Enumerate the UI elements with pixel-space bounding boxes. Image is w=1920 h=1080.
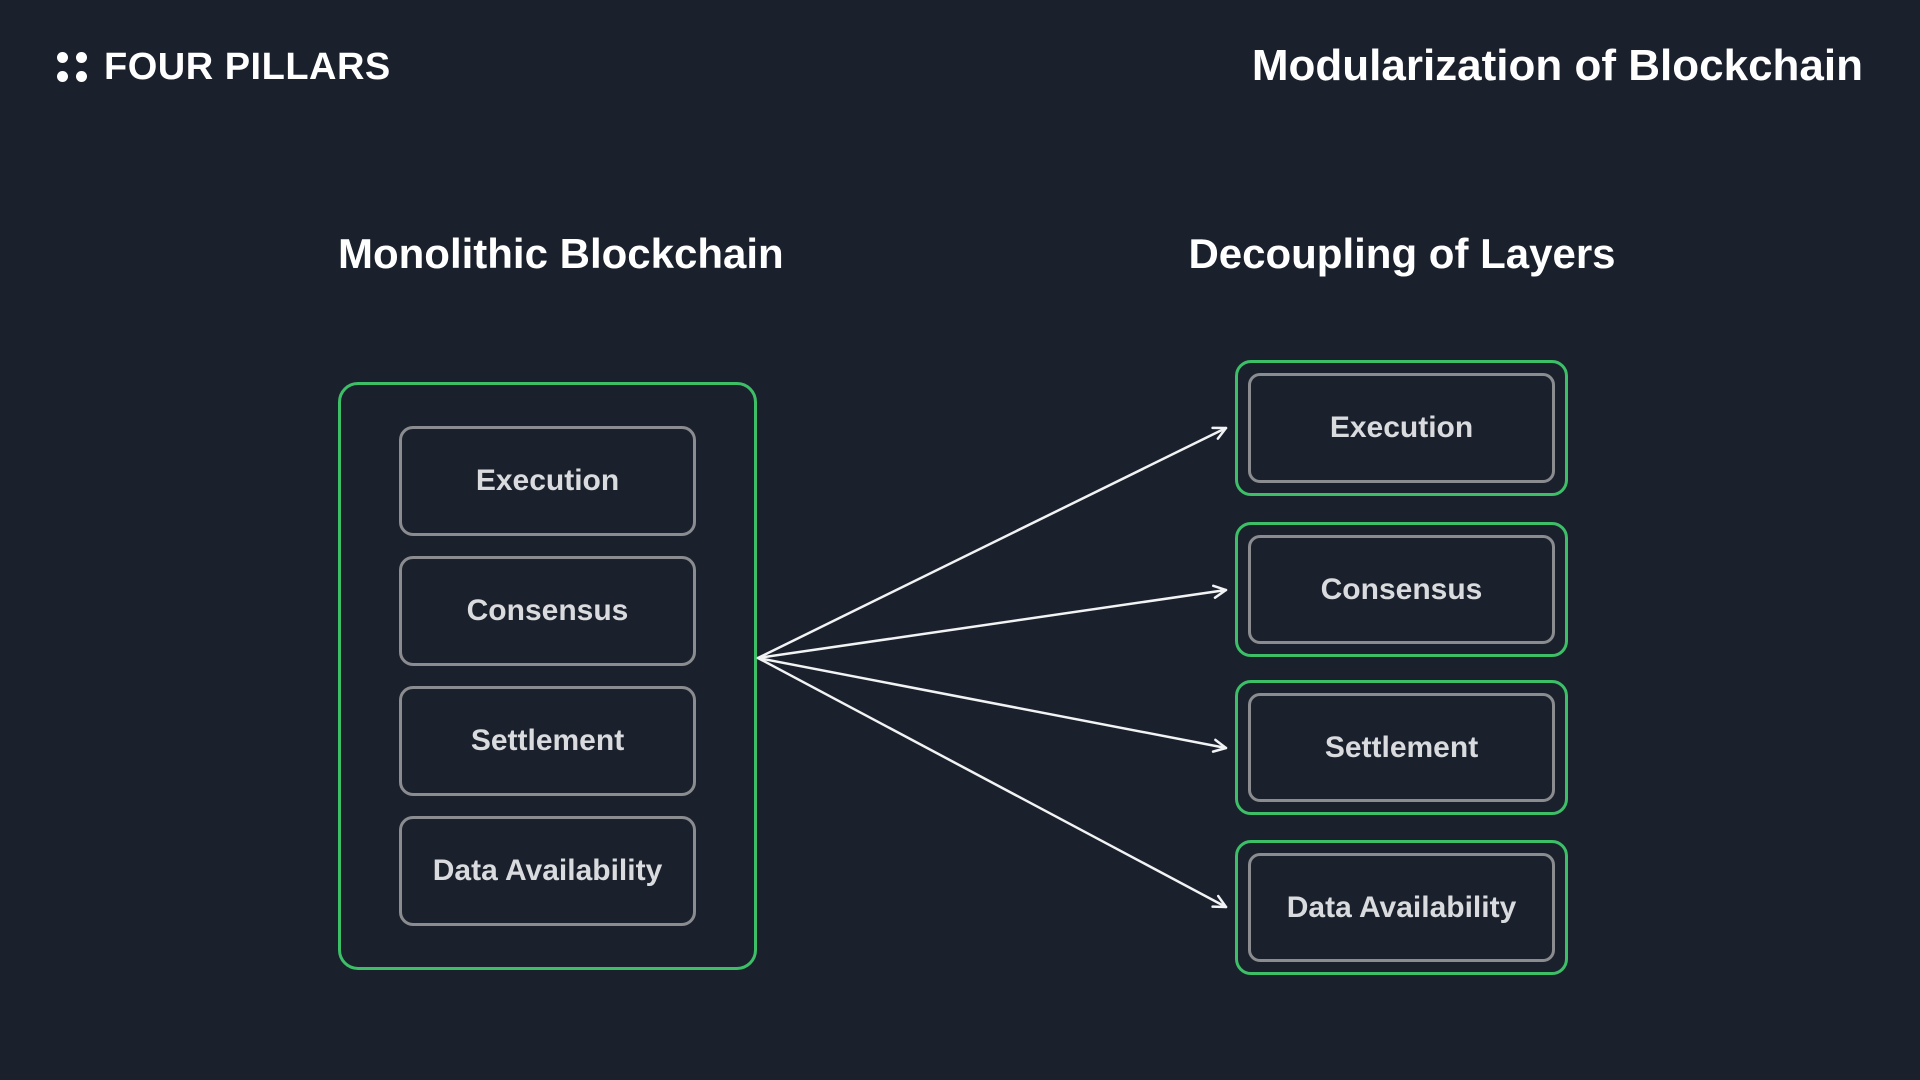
decoupled-box-execution: Execution (1235, 360, 1568, 496)
decoupled-label-consensus: Consensus (1248, 535, 1555, 644)
decoupling-header: Decoupling of Layers (1188, 230, 1616, 277)
monolithic-header: Monolithic Blockchain (338, 230, 784, 277)
layer-box-consensus: Consensus (399, 556, 696, 666)
decoupled-box-data-availability: Data Availability (1235, 840, 1568, 975)
arrow-to-consensus (756, 584, 1228, 660)
monolithic-container: Execution Consensus Settlement Data Avai… (338, 382, 757, 970)
decoupled-label-settlement: Settlement (1248, 693, 1555, 802)
brand-logo: FOUR PILLARS (57, 48, 391, 86)
decoupled-box-settlement: Settlement (1235, 680, 1568, 815)
four-dots-icon (57, 52, 87, 82)
decoupled-label-data-availability: Data Availability (1248, 853, 1555, 962)
layer-box-settlement: Settlement (399, 686, 696, 796)
brand-name: FOUR PILLARS (104, 46, 391, 88)
layer-box-execution: Execution (399, 426, 696, 536)
decoupled-label-execution: Execution (1248, 373, 1555, 483)
decoupled-box-consensus: Consensus (1235, 522, 1568, 657)
arrow-to-data-availability (756, 656, 1228, 909)
page-title: Modularization of Blockchain (1251, 41, 1863, 90)
arrow-to-execution (756, 426, 1228, 660)
arrow-to-settlement (756, 656, 1228, 753)
layer-box-data-availability: Data Availability (399, 816, 696, 926)
